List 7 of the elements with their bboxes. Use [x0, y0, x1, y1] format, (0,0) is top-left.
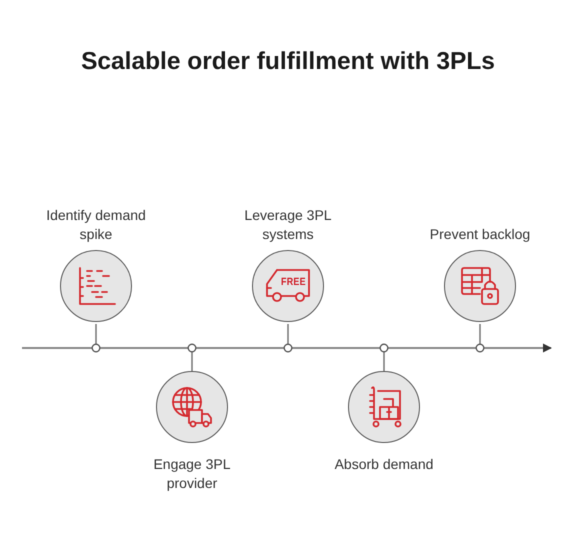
step-label: Engage 3PL provider	[152, 455, 232, 493]
step-label: Leverage 3PL systems	[243, 206, 333, 244]
step-label: Prevent backlog	[430, 225, 530, 244]
step-label: Identify demand spike	[45, 206, 147, 244]
step-label: Absorb demand	[334, 455, 434, 474]
title: Scalable order fulfillment with 3PLs	[81, 48, 495, 76]
truck-sign-text: FREE	[281, 276, 306, 288]
